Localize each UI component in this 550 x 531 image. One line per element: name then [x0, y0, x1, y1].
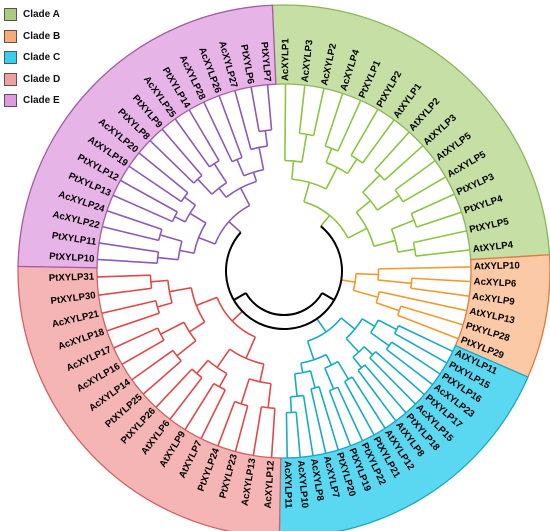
legend-item: Clade B: [4, 26, 86, 48]
legend-item: Clade D: [4, 69, 86, 91]
legend: Clade A Clade B Clade C Clade D Clade E: [4, 4, 86, 112]
leaf-label: PtXYLP7: [258, 41, 272, 82]
leaf-label: AtXYLP4: [472, 240, 514, 256]
legend-swatch: [4, 51, 17, 65]
leaf-label: AcXYLP1: [280, 38, 291, 81]
leaf-label: AcXYLP6: [473, 276, 516, 289]
tree-backbone: [225, 225, 343, 330]
leaf-label: AcXYLP12: [263, 460, 277, 509]
legend-item: Clade E: [4, 90, 86, 112]
legend-label: Clade C: [23, 52, 61, 64]
legend-label: Clade D: [23, 73, 61, 85]
leaf-label: AcXYLP3: [300, 39, 316, 83]
legend-label: Clade A: [23, 9, 60, 21]
clade-branches: [97, 84, 273, 264]
legend-label: Clade B: [23, 30, 61, 42]
leaf-label: AcXYLP11: [282, 461, 294, 509]
legend-item: Clade A: [4, 4, 86, 26]
legend-label: Clade E: [23, 95, 60, 107]
tree-branches: [97, 83, 471, 458]
clade-bands: [17, 4, 550, 531]
leaf-label: PtXYLP31: [49, 272, 95, 284]
leaf-label: AcXYLP10: [295, 460, 310, 509]
clade-band: [271, 4, 550, 261]
legend-swatch: [4, 29, 17, 43]
legend-swatch: [4, 94, 17, 108]
legend-swatch: [4, 72, 17, 86]
clade-branches: [341, 266, 471, 340]
legend-item: Clade C: [4, 47, 86, 69]
clade-branches: [97, 274, 276, 458]
clade-band: [17, 4, 277, 269]
leaf-label: AtXYLP10: [474, 260, 520, 272]
clade-branches: [284, 83, 470, 257]
legend-swatch: [4, 8, 17, 22]
clade-band: [278, 344, 529, 531]
clade-band: [17, 265, 282, 531]
leaf-label: PtXYLP10: [49, 251, 95, 265]
clade-branches: [285, 317, 454, 458]
